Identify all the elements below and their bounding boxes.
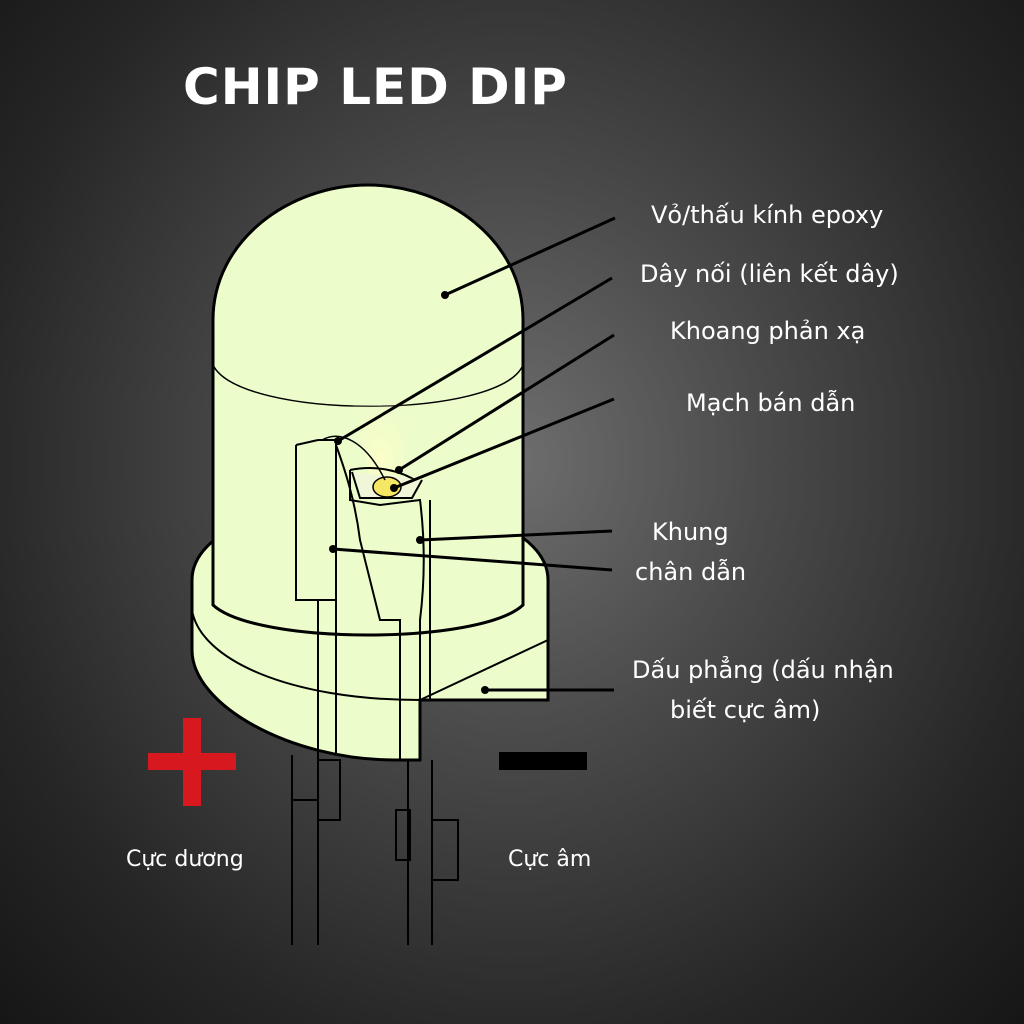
label-bond-wire: Dây nối (liên kết dây) xyxy=(640,260,899,288)
minus-sign-icon xyxy=(499,752,587,770)
leader-lines xyxy=(332,216,616,692)
leader-dots xyxy=(329,291,489,694)
diagram-title: CHIP LED DIP xyxy=(183,58,568,116)
label-lead-frame-line2: chân dẫn xyxy=(635,558,747,586)
label-epoxy: Vỏ/thấu kính epoxy xyxy=(651,201,884,229)
leader-reflector xyxy=(398,333,615,472)
label-flat-spot-line1: Dấu phẳng (dấu nhận xyxy=(632,656,894,684)
leader-lead-frame-2 xyxy=(332,547,613,572)
label-lead-frame-line1: Khung xyxy=(652,518,729,546)
bond-wire xyxy=(321,435,386,481)
leader-semiconductor xyxy=(393,397,615,490)
reflector-cup xyxy=(351,471,423,499)
label-flat-spot-line2: biết cực âm) xyxy=(670,696,821,724)
label-cathode: Cực âm xyxy=(508,847,592,872)
led-dome xyxy=(211,183,525,637)
label-semiconductor: Mạch bán dẫn xyxy=(686,389,856,417)
leader-epoxy xyxy=(444,216,616,297)
lead-frame xyxy=(295,439,431,760)
leader-bond-wire xyxy=(337,276,613,443)
label-reflector: Khoang phản xạ xyxy=(670,317,866,345)
led-legs xyxy=(291,745,459,945)
leader-lead-frame-1 xyxy=(419,529,613,542)
label-anode: Cực dương xyxy=(126,847,244,872)
plus-sign-icon-vertical xyxy=(183,718,201,806)
